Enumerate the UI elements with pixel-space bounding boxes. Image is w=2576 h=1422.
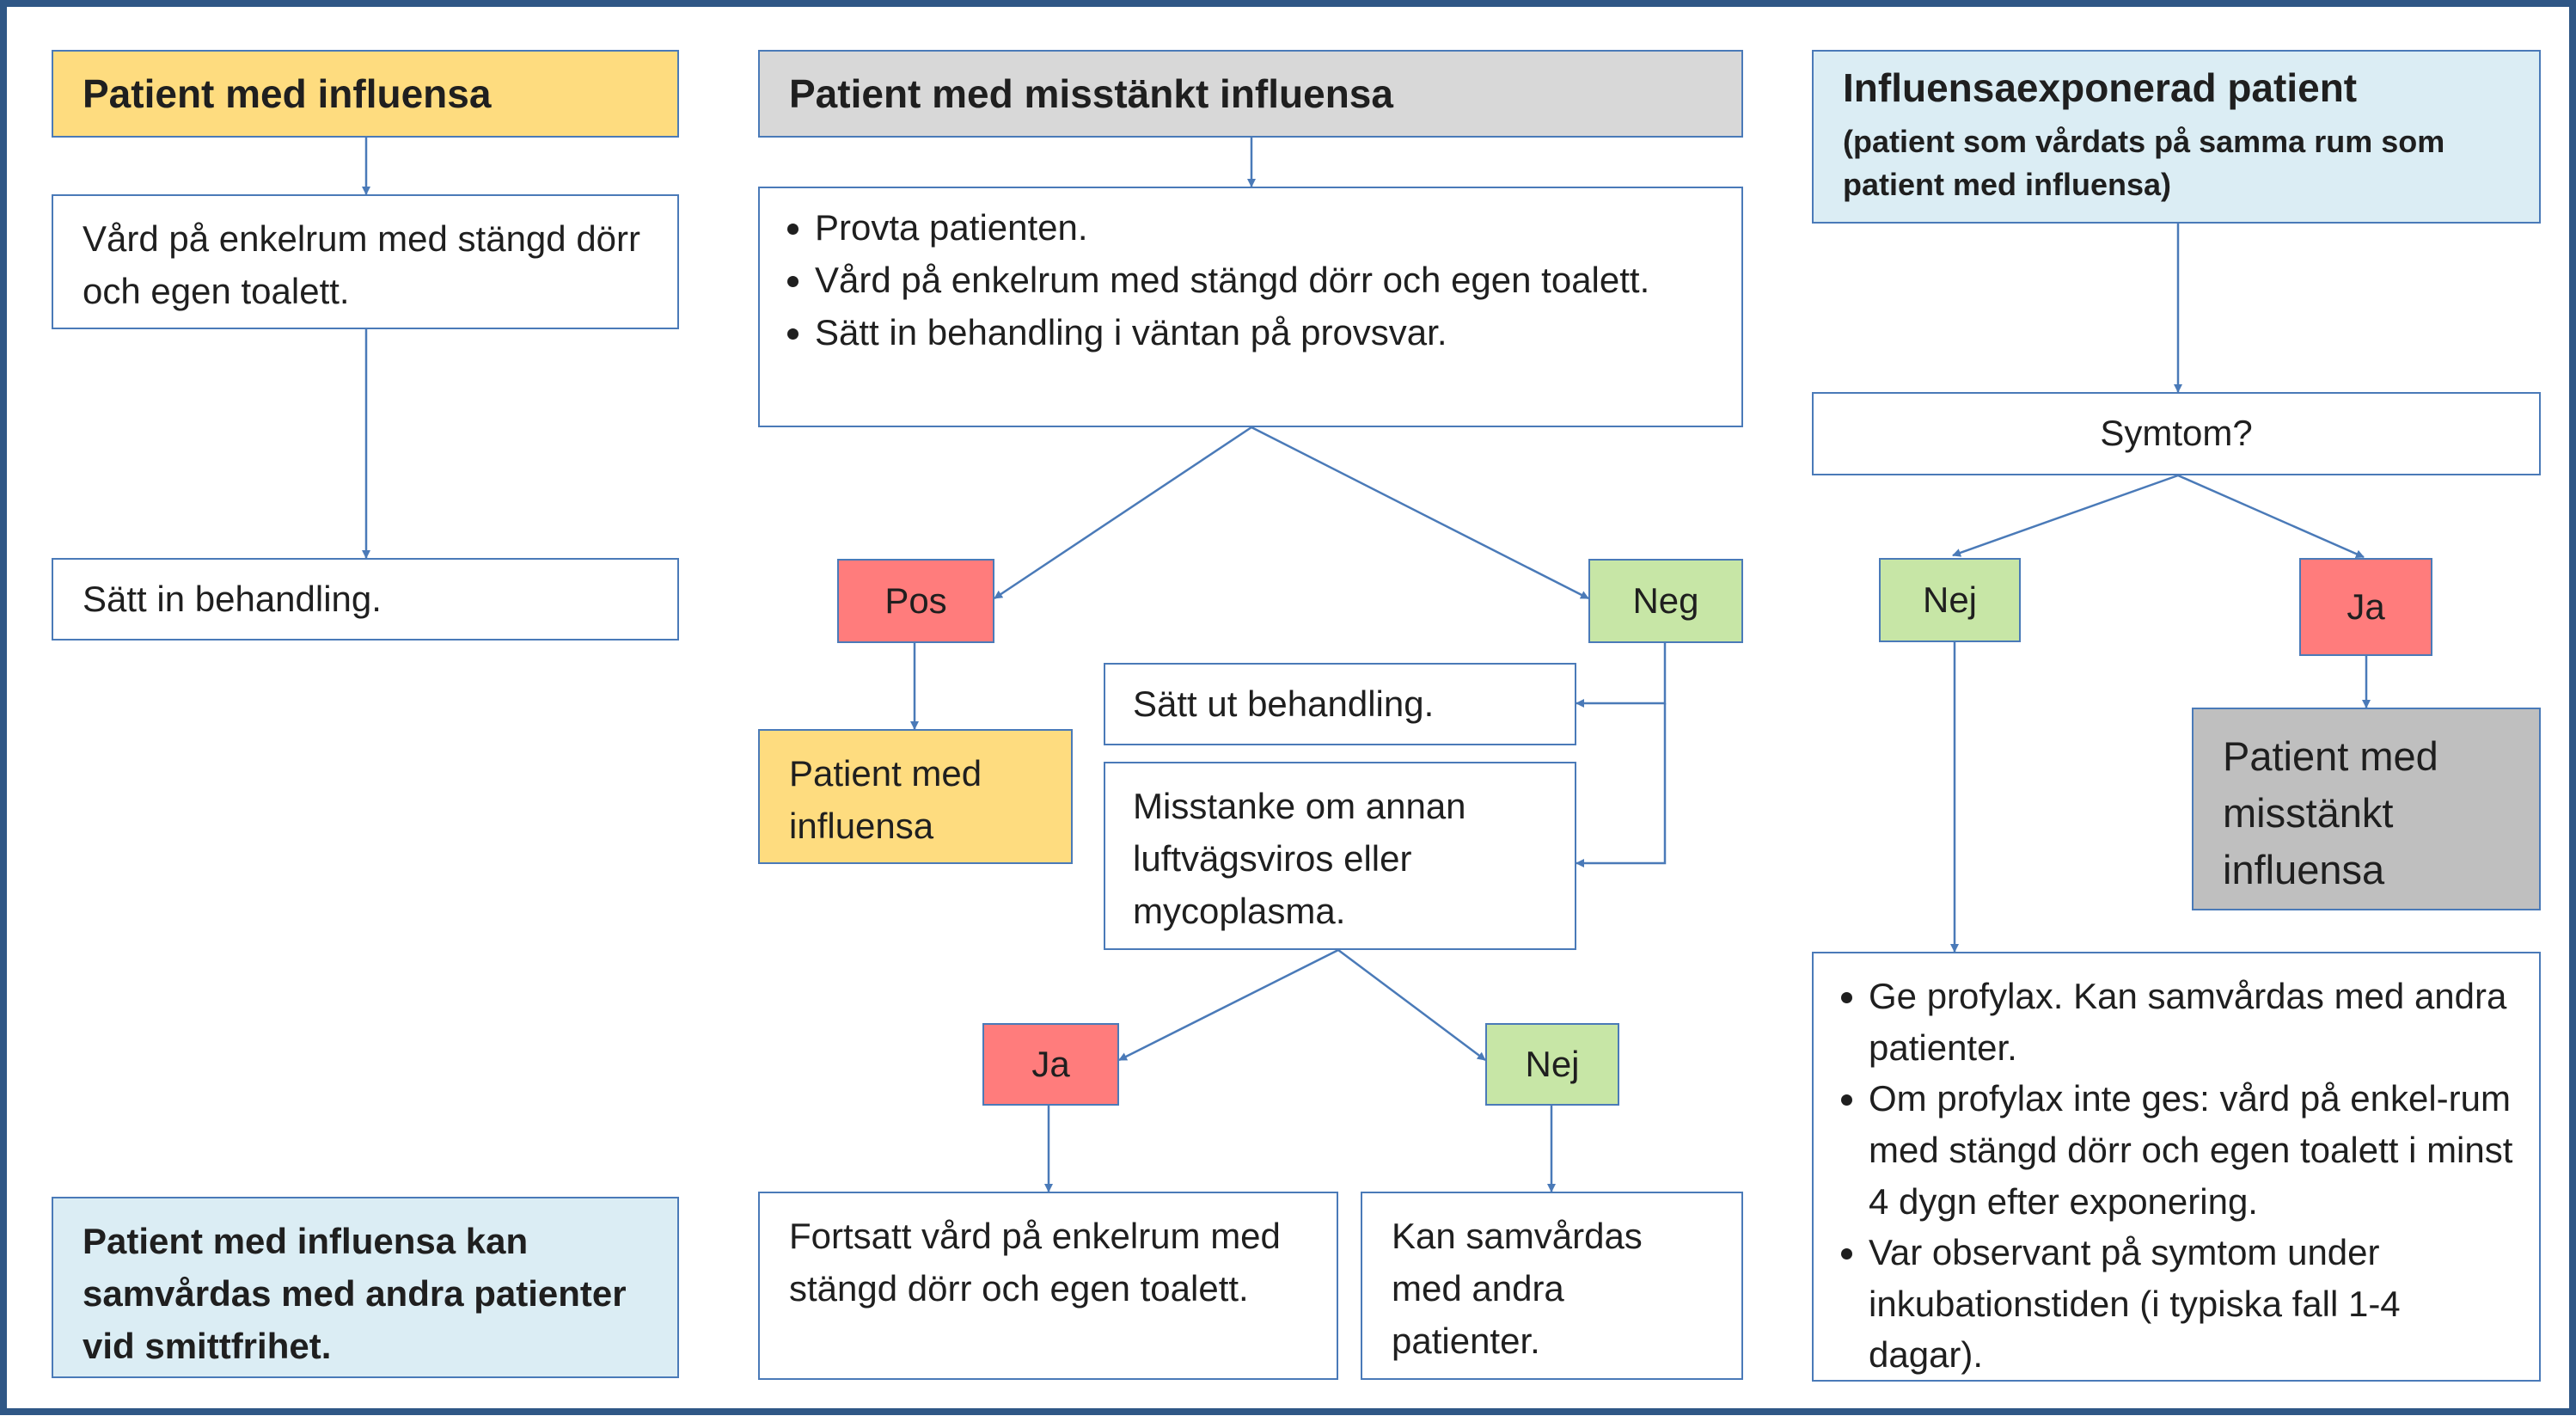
pos-label-box: Pos xyxy=(837,559,994,643)
middle-nej-result-box: Kan samvårdas med andra patienter. xyxy=(1361,1192,1743,1380)
left-note-text: Patient med influensa kan samvårdas med … xyxy=(83,1221,627,1366)
middle-steps-box: Provta patienten. Vård på enkelrum med s… xyxy=(758,187,1743,427)
middle-step-item: Provta patienten. xyxy=(815,202,1690,254)
neg-action-suspicion: Misstanke om annan luftvägsviros eller m… xyxy=(1104,762,1576,950)
left-box-treatment-text: Sätt in behandling. xyxy=(83,578,382,619)
right-ja-result-text: Patient med misstänkt influensa xyxy=(2223,733,2438,892)
left-box-treatment: Sätt in behandling. xyxy=(52,558,679,641)
pos-label: Pos xyxy=(884,579,947,621)
right-nej-steps-box: Ge profylax. Kan samvårdas med andra pat… xyxy=(1812,952,2541,1382)
middle-step-item: Sätt in behandling i väntan på provsvar. xyxy=(815,307,1690,359)
arrow-question-to-ja xyxy=(2177,474,2365,559)
middle-ja-label: Ja xyxy=(1031,1043,1070,1084)
arrow-question-to-nej xyxy=(1952,474,2179,557)
arrow-steps-to-neg xyxy=(1251,426,1589,600)
left-header-text: Patient med influensa xyxy=(83,70,492,116)
pos-result-text: Patient med influensa xyxy=(789,753,982,846)
right-nej-label: Nej xyxy=(1922,579,1978,620)
arrow-neg-to-misstanke xyxy=(1576,703,1667,867)
right-step-item: Om profylax inte ges: vård på enkel-rum … xyxy=(1869,1073,2518,1227)
symptom-question: Symtom? xyxy=(2100,413,2253,454)
neg-action-suspicion-text: Misstanke om annan luftvägsviros eller m… xyxy=(1133,786,1466,931)
neg-action-stop-text: Sätt ut behandling. xyxy=(1133,683,1435,724)
middle-step-item: Vård på enkelrum med stängd dörr och ege… xyxy=(815,254,1690,307)
middle-steps-list: Provta patienten. Vård på enkelrum med s… xyxy=(786,202,1690,359)
right-ja-label-box: Ja xyxy=(2299,558,2432,656)
arrow-misstanke-to-ja xyxy=(1118,948,1339,1062)
arrow-neg-to-satt-ut xyxy=(1576,643,1667,708)
middle-header-text: Patient med misstänkt influensa xyxy=(789,70,1393,116)
arrow-steps-to-pos xyxy=(994,426,1252,600)
right-step-item: Var observant på symtom under inkubation… xyxy=(1869,1227,2518,1381)
right-ja-result-box: Patient med misstänkt influensa xyxy=(2192,708,2541,910)
right-ja-label: Ja xyxy=(2347,585,2385,627)
middle-nej-label: Nej xyxy=(1525,1043,1580,1084)
middle-header: Patient med misstänkt influensa xyxy=(758,50,1743,138)
right-step-item: Ge profylax. Kan samvårdas med andra pat… xyxy=(1869,971,2518,1073)
right-header-title: Influensaexponerad patient xyxy=(1843,65,2358,110)
symptom-question-box: Symtom? xyxy=(1812,392,2541,475)
left-box-isolation-text: Vård på enkelrum med stängd dörr och ege… xyxy=(83,218,641,311)
left-box-isolation: Vård på enkelrum med stängd dörr och ege… xyxy=(52,194,679,329)
neg-action-stop-treatment: Sätt ut behandling. xyxy=(1104,663,1576,745)
left-header: Patient med influensa xyxy=(52,50,679,138)
left-note-box: Patient med influensa kan samvårdas med … xyxy=(52,1197,679,1378)
neg-label-box: Neg xyxy=(1588,559,1743,643)
right-nej-label-box: Nej xyxy=(1879,558,2021,642)
connector-layer xyxy=(362,138,2371,1192)
middle-ja-result-box: Fortsatt vård på enkelrum med stängd dör… xyxy=(758,1192,1338,1380)
middle-nej-label-box: Nej xyxy=(1485,1023,1619,1106)
right-header: Influensaexponerad patient (patient som … xyxy=(1812,50,2541,224)
arrow-misstanke-to-nej xyxy=(1337,948,1486,1062)
middle-nej-result-text: Kan samvårdas med andra patienter. xyxy=(1392,1216,1643,1361)
right-header-subtitle: (patient som vårdats på samma rum som pa… xyxy=(1843,123,2445,202)
right-nej-steps-list: Ge profylax. Kan samvårdas med andra pat… xyxy=(1839,971,2518,1381)
neg-label: Neg xyxy=(1632,579,1699,621)
pos-result-box: Patient med influensa xyxy=(758,729,1073,864)
middle-ja-label-box: Ja xyxy=(982,1023,1119,1106)
middle-ja-result-text: Fortsatt vård på enkelrum med stängd dör… xyxy=(789,1216,1281,1309)
